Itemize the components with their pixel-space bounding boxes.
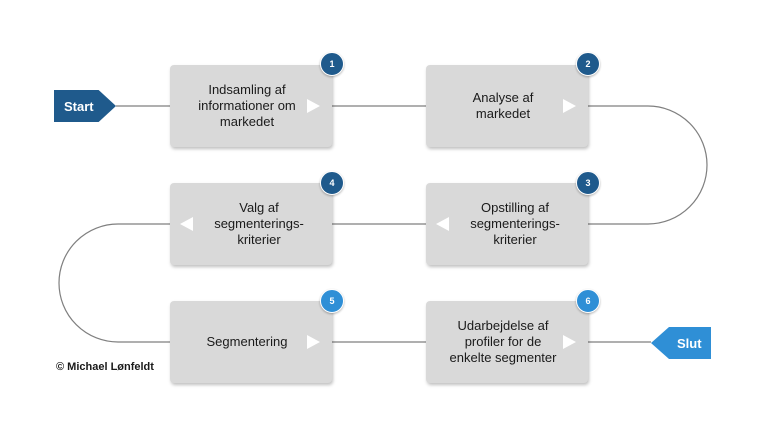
step-number-badge: 5 bbox=[320, 289, 344, 313]
step-box-1: Indsamling af informationer om markedet bbox=[170, 65, 332, 147]
step-number-badge: 3 bbox=[576, 171, 600, 195]
right-arrow-icon bbox=[563, 99, 576, 113]
step-box-3: Opstilling af segmenterings-kriterier bbox=[426, 183, 588, 265]
right-arrow-icon bbox=[563, 335, 576, 349]
step-box-2: Analyse af markedet bbox=[426, 65, 588, 147]
step-label: Indsamling af informationer om markedet bbox=[198, 82, 296, 129]
step-number-badge: 1 bbox=[320, 52, 344, 76]
step-number-badge: 2 bbox=[576, 52, 600, 76]
left-arrow-icon bbox=[180, 217, 193, 231]
left-arrow-icon bbox=[436, 217, 449, 231]
step-number-badge: 4 bbox=[320, 171, 344, 195]
step-label: Segmentering bbox=[206, 334, 288, 349]
step-label: Opstilling af segmenterings-kriterier bbox=[470, 200, 560, 247]
right-arrow-icon bbox=[307, 99, 320, 113]
step-label: Analyse af markedet bbox=[472, 90, 534, 121]
step-number-badge: 6 bbox=[576, 289, 600, 313]
right-arrow-icon bbox=[307, 335, 320, 349]
step-box-5: Segmentering bbox=[170, 301, 332, 383]
step-label: Valg af segmenterings-kriterier bbox=[214, 200, 304, 247]
copyright-text: © Michael Lønfeldt bbox=[56, 361, 154, 373]
step-box-6: Udarbejdelse af profiler for de enkelte … bbox=[426, 301, 588, 383]
step-label: Udarbejdelse af profiler for de enkelte … bbox=[449, 318, 557, 365]
step-box-4: Valg af segmenterings-kriterier bbox=[170, 183, 332, 265]
